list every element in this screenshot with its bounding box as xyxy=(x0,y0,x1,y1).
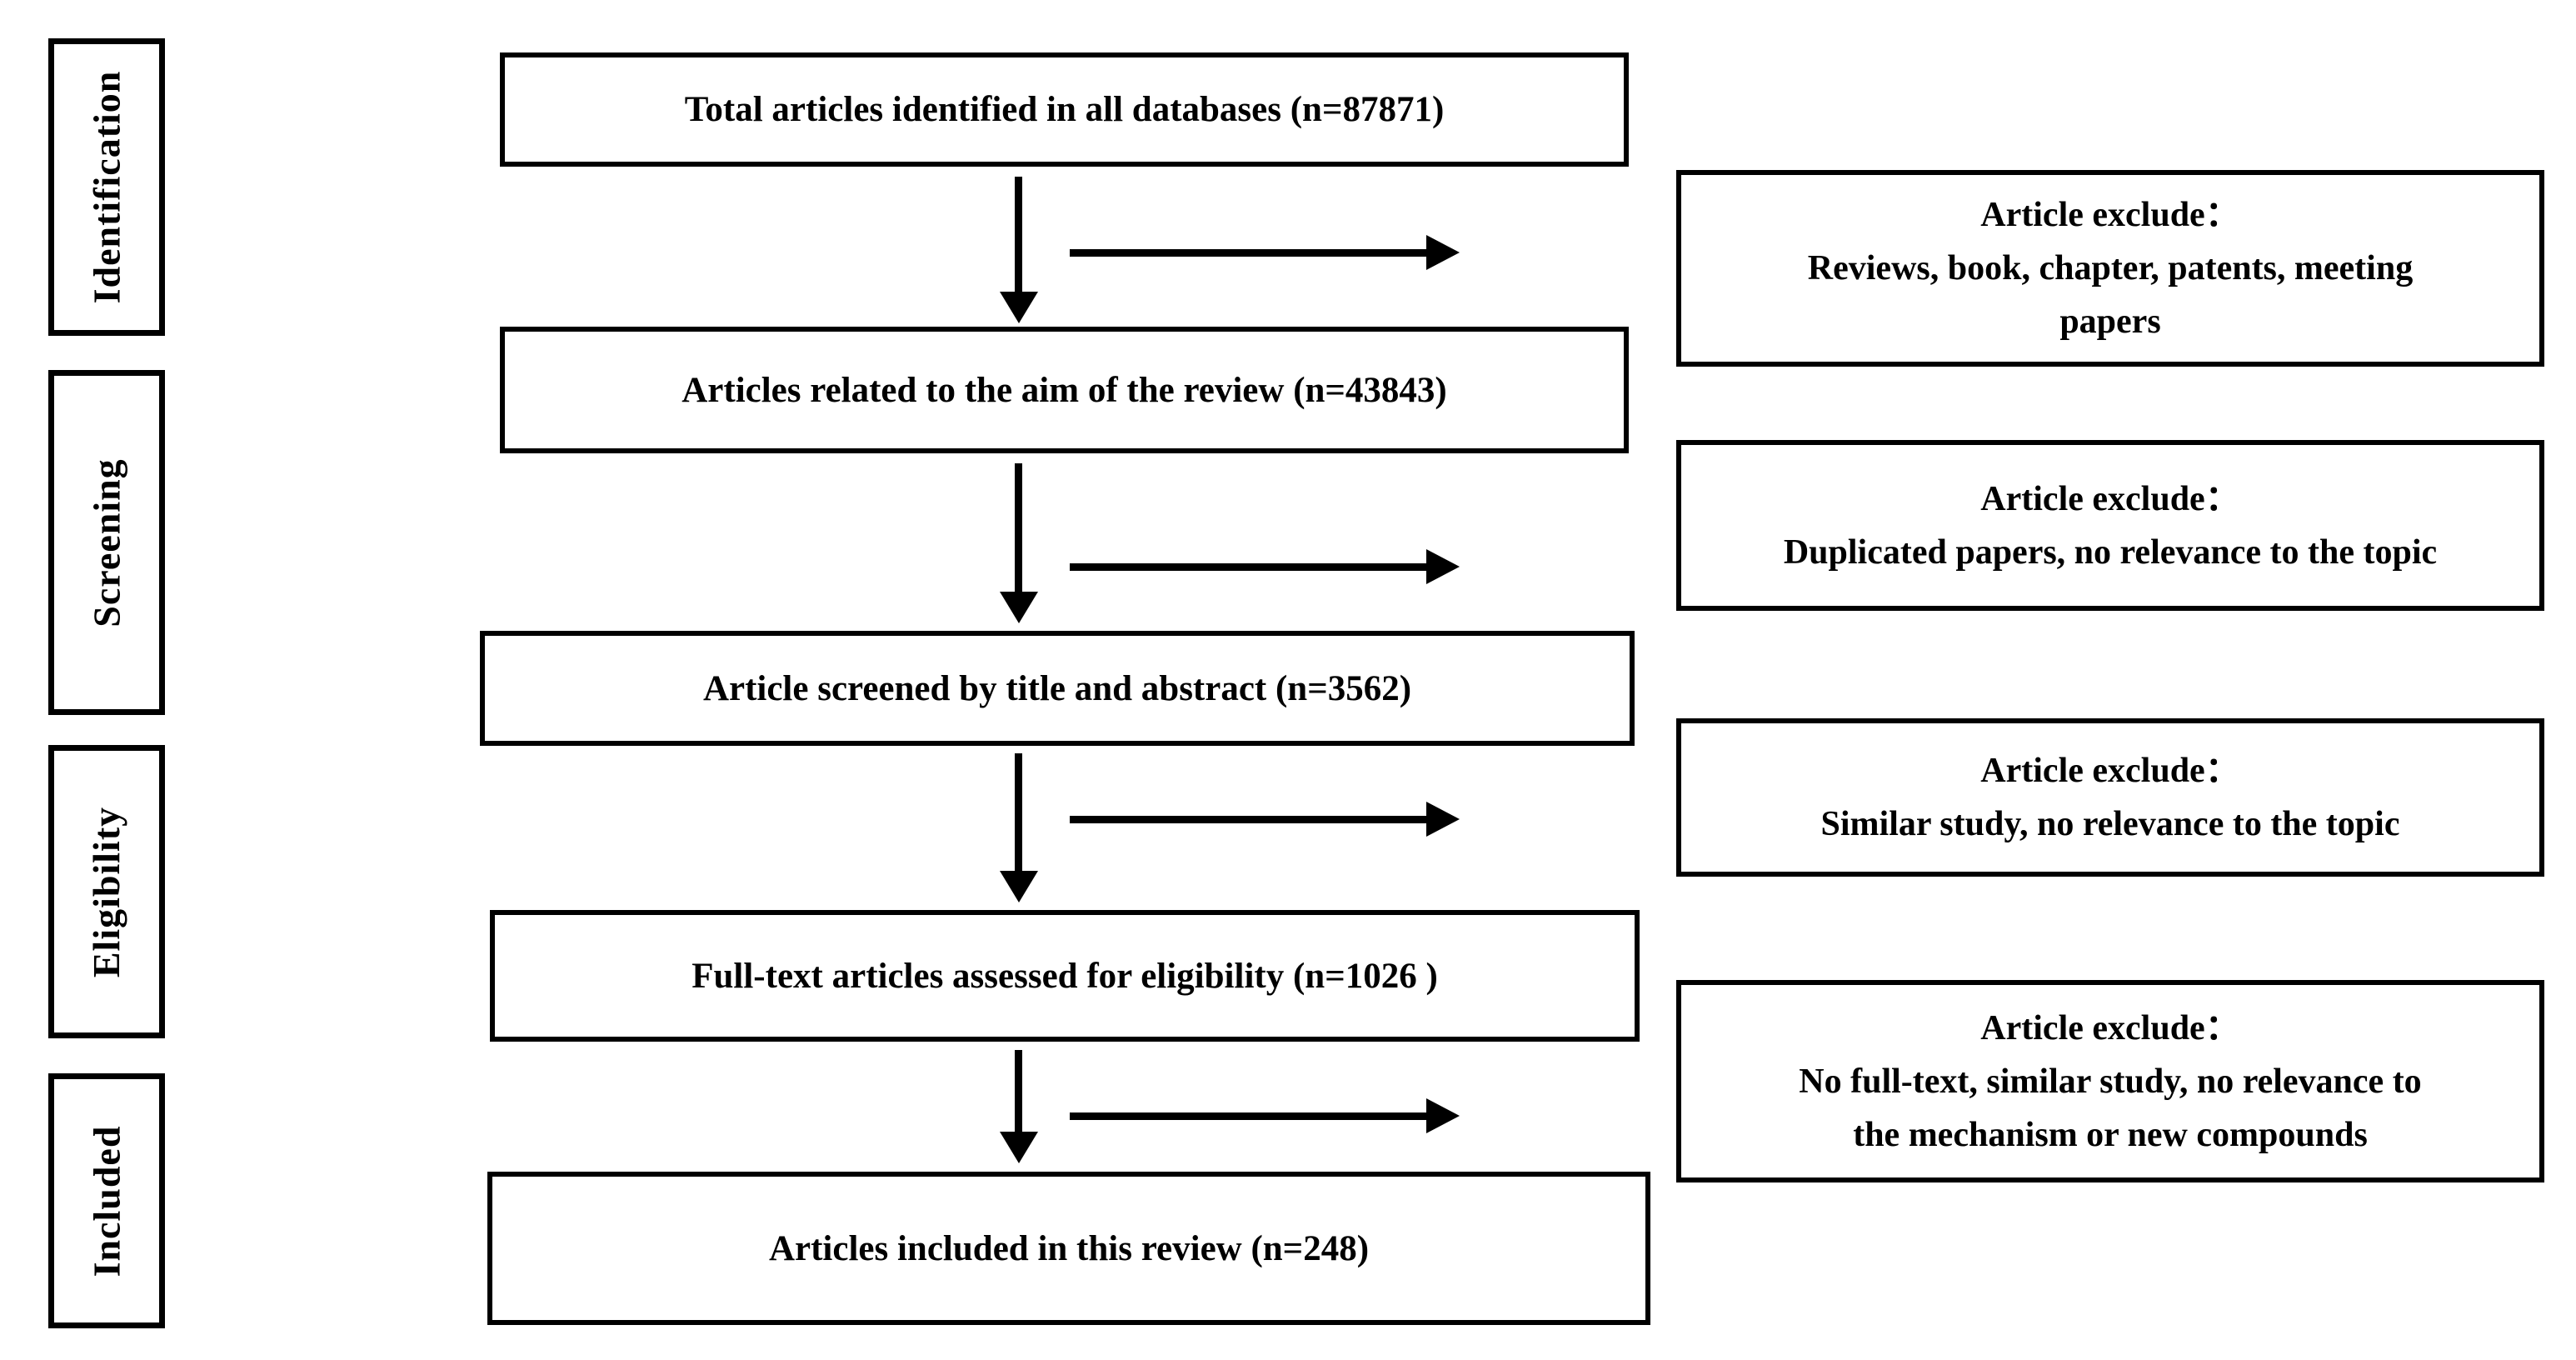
branch-arrow-4-head-icon xyxy=(1426,1098,1460,1133)
exclusion-box-2: Article exclude： Duplicated papers, no r… xyxy=(1676,440,2544,611)
exclusion-box-1: Article exclude： Reviews, book, chapter,… xyxy=(1676,170,2544,367)
branch-arrow-1-head-icon xyxy=(1426,235,1460,270)
flow-box-related-to-aim-label: Articles related to the aim of the revie… xyxy=(681,370,1447,410)
stage-box-identification: Identification xyxy=(48,38,165,336)
exclusion-box-3: Article exclude： Similar study, no relev… xyxy=(1676,718,2544,877)
down-arrow-2-shaft xyxy=(1015,463,1022,595)
exclusion-box-4: Article exclude： No full-text, similar s… xyxy=(1676,980,2544,1182)
down-arrow-3-head-icon xyxy=(1000,871,1038,902)
down-arrow-4-shaft xyxy=(1015,1050,1022,1135)
flow-box-screened-title-abstract-label: Article screened by title and abstract (… xyxy=(702,668,1412,708)
stage-box-eligibility: Eligibility xyxy=(48,745,165,1038)
down-arrow-4-head-icon xyxy=(1000,1132,1038,1163)
branch-arrow-1-shaft xyxy=(1070,249,1426,257)
exclusion-box-4-detail-line-1: No full-text, similar study, no relevanc… xyxy=(1799,1062,2422,1101)
exclusion-box-2-title: Article exclude： xyxy=(1980,479,2240,518)
exclusion-box-1-detail-line-2: papers xyxy=(2059,302,2161,341)
flow-box-included-in-review-label: Articles included in this review (n=248) xyxy=(768,1228,1370,1268)
exclusion-box-3-detail-line-1: Similar study, no relevance to the topic xyxy=(1820,805,2400,843)
exclusion-box-1-detail-line-1: Reviews, book, chapter, patents, meeting xyxy=(1807,249,2414,288)
down-arrow-3-shaft xyxy=(1015,753,1022,874)
branch-arrow-3-head-icon xyxy=(1426,802,1460,837)
flow-box-fulltext-assessed: Full-text articles assessed for eligibil… xyxy=(490,910,1640,1042)
flow-box-fulltext-assessed-label: Full-text articles assessed for eligibil… xyxy=(691,956,1438,996)
stage-label-included: Included xyxy=(85,1125,128,1277)
flow-box-total-identified: Total articles identified in all databas… xyxy=(500,52,1629,167)
exclusion-box-1-title: Article exclude： xyxy=(1980,196,2240,234)
flow-box-included-in-review: Articles included in this review (n=248) xyxy=(487,1172,1650,1325)
stage-label-screening: Screening xyxy=(85,458,128,628)
stage-box-included: Included xyxy=(48,1073,165,1328)
down-arrow-2-head-icon xyxy=(1000,592,1038,623)
down-arrow-1-head-icon xyxy=(1000,292,1038,323)
exclusion-box-2-detail-line-1: Duplicated papers, no relevance to the t… xyxy=(1783,532,2438,572)
flow-box-related-to-aim: Articles related to the aim of the revie… xyxy=(500,327,1629,453)
branch-arrow-2-shaft xyxy=(1070,563,1426,571)
branch-arrow-2-head-icon xyxy=(1426,549,1460,584)
flow-box-total-identified-label: Total articles identified in all databas… xyxy=(684,90,1445,129)
stage-label-eligibility: Eligibility xyxy=(85,806,128,978)
exclusion-box-4-title: Article exclude： xyxy=(1980,1008,2240,1048)
exclusion-box-4-detail-line-2: the mechanism or new compounds xyxy=(1853,1115,2368,1154)
branch-arrow-4-shaft xyxy=(1070,1112,1426,1120)
exclusion-box-3-title: Article exclude： xyxy=(1980,752,2240,790)
flow-box-screened-title-abstract: Article screened by title and abstract (… xyxy=(480,631,1635,746)
down-arrow-1-shaft xyxy=(1015,177,1022,295)
stage-box-screening: Screening xyxy=(48,370,165,715)
branch-arrow-3-shaft xyxy=(1070,816,1426,823)
stage-label-identification: Identification xyxy=(85,70,128,304)
